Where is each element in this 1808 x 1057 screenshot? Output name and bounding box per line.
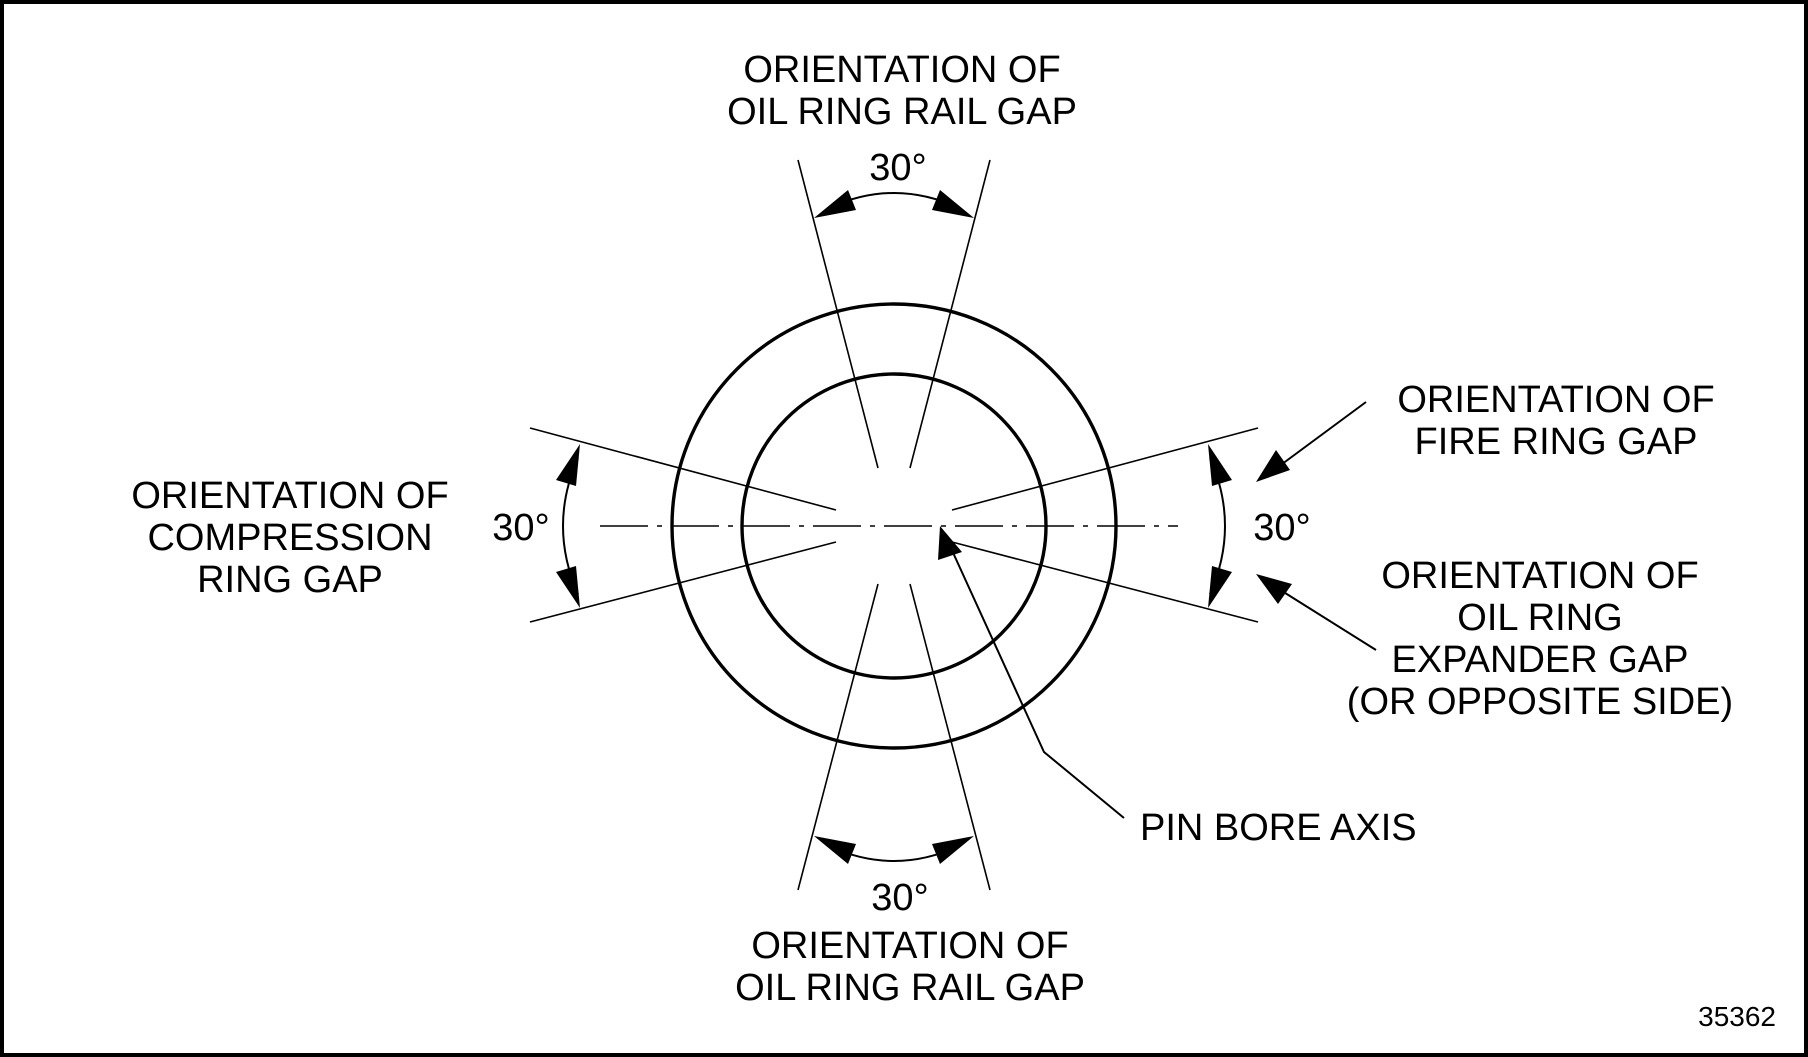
top-arc-arrow-right [932, 190, 974, 218]
right-arc-arrow-top [1208, 444, 1232, 486]
left-angle-label: 30° [492, 507, 549, 549]
left-gap-line-upper [529, 427, 837, 511]
figure-number: 35362 [1698, 1001, 1776, 1032]
left-arc-arrow-top [556, 444, 580, 486]
bottom-gap-line-left [797, 583, 879, 891]
top-gap-line-left [797, 159, 879, 469]
expander-leader [1273, 585, 1377, 651]
compression-gap-label-line-3: RING GAP [197, 559, 383, 601]
right-gap-line-lower [951, 541, 1259, 623]
right-arc-arrow-bottom [1208, 566, 1232, 608]
top-angle-label: 30° [869, 147, 926, 189]
bottom-angle-label: 30° [871, 877, 928, 919]
expander-gap-label-line-1: ORIENTATION OF [1381, 555, 1698, 597]
pin-bore-leader [949, 545, 1125, 819]
expander-leader-arrow [1256, 574, 1292, 604]
top-arc-arrow-left [814, 190, 856, 218]
fire-ring-gap-label-line-1: ORIENTATION OF [1397, 379, 1714, 421]
bottom-gap-label-line-1: ORIENTATION OF [751, 925, 1068, 967]
top-gap-label-line-1: ORIENTATION OF [743, 49, 1060, 91]
bottom-gap-line-right [909, 583, 991, 891]
compression-gap-label-line-1: ORIENTATION OF [131, 475, 448, 517]
left-arc-arrow-bottom [556, 566, 580, 608]
left-gap-line-lower [529, 541, 837, 623]
expander-gap-label-line-3: EXPANDER GAP [1391, 639, 1688, 681]
bottom-gap-label-line-2: OIL RING RAIL GAP [735, 967, 1085, 1009]
pin-bore-leader-arrow [938, 526, 962, 560]
pin-bore-axis-label: PIN BORE AXIS [1140, 807, 1417, 849]
fire-ring-gap-label-line-2: FIRE RING GAP [1415, 421, 1698, 463]
expander-gap-label-line-2: OIL RING [1457, 597, 1622, 639]
fire-ring-leader-arrow [1256, 450, 1290, 482]
fire-ring-leader [1273, 401, 1367, 471]
compression-gap-label-line-2: COMPRESSION [147, 517, 432, 559]
bottom-arc-arrow-right [932, 836, 974, 864]
bottom-arc-arrow-left [814, 836, 856, 864]
right-gap-line-upper [951, 427, 1259, 511]
expander-gap-label-line-4: (OR OPPOSITE SIDE) [1347, 681, 1733, 723]
right-angle-label: 30° [1253, 507, 1310, 549]
top-gap-line-right [909, 159, 991, 469]
top-gap-label-line-2: OIL RING RAIL GAP [727, 91, 1077, 133]
